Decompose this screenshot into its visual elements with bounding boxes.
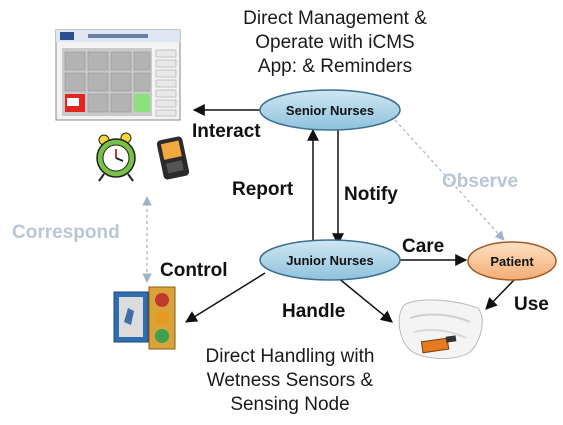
edge-label-care: Care xyxy=(402,236,445,257)
node-patient: Patient xyxy=(467,241,557,281)
top-caption-line-2: Operate with iCMS xyxy=(255,32,415,53)
top-caption-line-1: Direct Management & xyxy=(243,8,427,29)
node-junior-nurses-label: Junior Nurses xyxy=(286,253,373,268)
edge-label-handle: Handle xyxy=(282,301,346,322)
edge-label-observe: Observe xyxy=(442,171,519,192)
edge-label-notify: Notify xyxy=(344,184,398,205)
alarm-clock-icon xyxy=(96,132,136,182)
bottom-caption: Direct Handling with Wetness Sensors & S… xyxy=(160,345,420,417)
bottom-caption-line-3: Sensing Node xyxy=(230,394,350,415)
app-screenshot-icon xyxy=(55,29,181,121)
arrow-handle xyxy=(336,276,393,323)
edge-label-use: Use xyxy=(514,294,549,315)
bottom-caption-line-1: Direct Handling with xyxy=(205,346,375,367)
edge-label-report: Report xyxy=(232,179,294,200)
arrow-use xyxy=(485,278,516,310)
diaper-sensor-icon xyxy=(398,299,483,360)
mobile-phone-icon xyxy=(156,136,190,180)
node-junior-nurses: Junior Nurses xyxy=(259,239,401,281)
top-caption: Direct Management & Operate with iCMS Ap… xyxy=(200,7,470,79)
traffic-light-icon xyxy=(113,286,176,350)
node-patient-label: Patient xyxy=(490,254,534,269)
node-senior-nurses: Senior Nurses xyxy=(259,89,401,131)
arrow-control xyxy=(184,272,266,323)
edge-label-correspond: Correspond xyxy=(12,222,120,243)
edge-label-interact: Interact xyxy=(192,121,261,142)
node-senior-nurses-label: Senior Nurses xyxy=(286,103,374,118)
edge-label-control: Control xyxy=(160,260,228,281)
top-caption-line-3: App: & Reminders xyxy=(257,56,413,77)
bottom-caption-line-2: Wetness Sensors & xyxy=(206,370,374,391)
